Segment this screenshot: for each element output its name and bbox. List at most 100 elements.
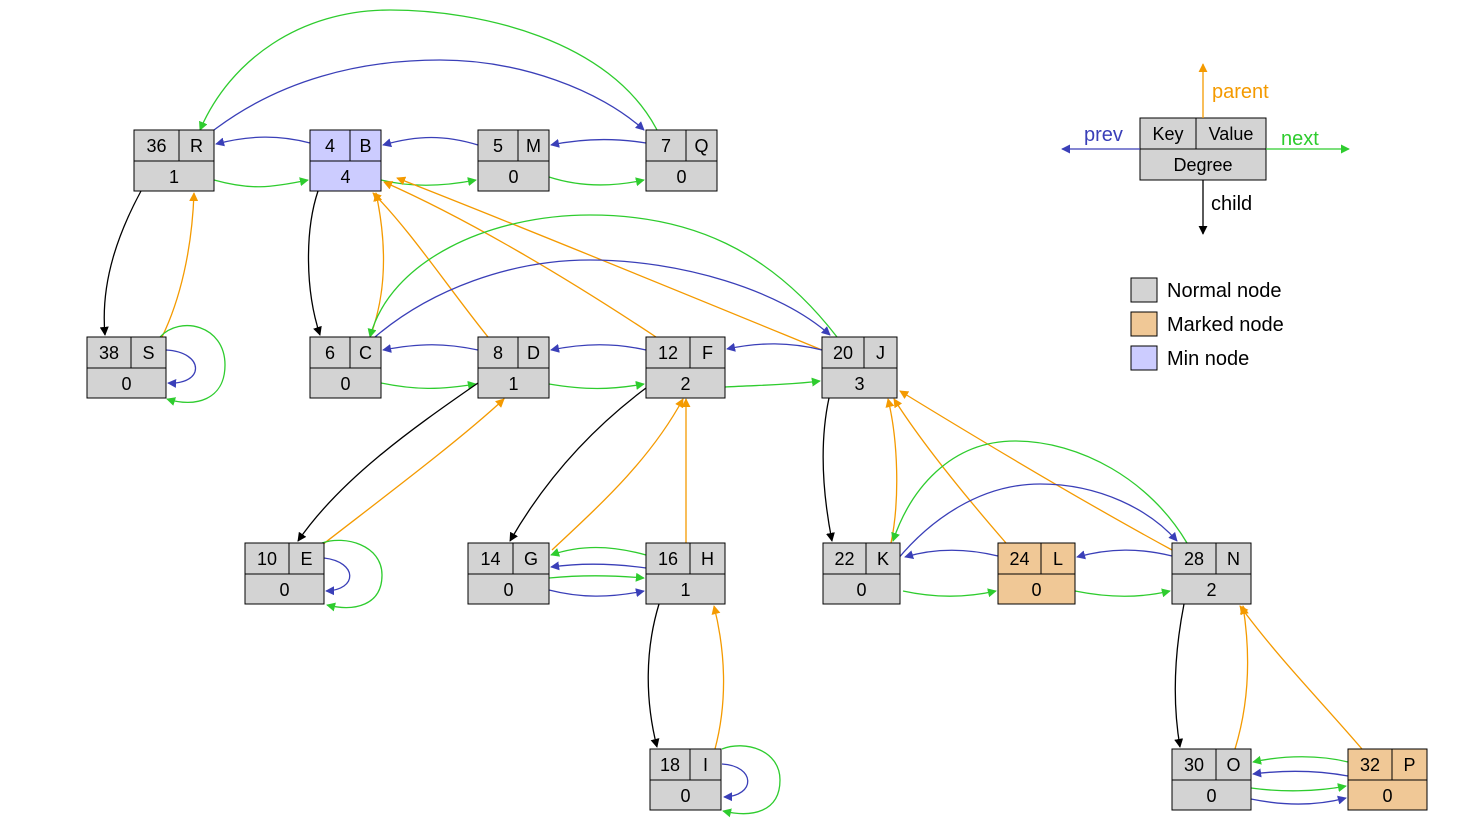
node-key: 16 <box>658 549 678 569</box>
child-edge <box>1174 603 1185 748</box>
prev-edge <box>213 59 645 131</box>
prev-edge <box>896 483 1178 561</box>
prev-edge <box>550 343 647 353</box>
legend-swatch <box>1130 277 1158 303</box>
child-edge <box>297 382 479 542</box>
next-edge <box>380 380 477 390</box>
node-value: E <box>300 549 312 569</box>
next-edge <box>550 546 647 557</box>
legend: Key Value Degree parent prev next child … <box>1061 63 1350 371</box>
node-degree: 0 <box>121 374 131 394</box>
node-degree: 0 <box>680 786 690 806</box>
node-value: R <box>190 136 203 156</box>
prev-edge <box>323 557 351 596</box>
next-edge <box>213 177 309 188</box>
next-edge <box>902 588 997 598</box>
node-key: 10 <box>257 549 277 569</box>
legend-item-label: Min node <box>1167 348 1249 370</box>
node-key: 18 <box>660 755 680 775</box>
node-degree: 1 <box>169 167 179 187</box>
node-value: S <box>142 343 154 363</box>
node-degree: 2 <box>1206 580 1216 600</box>
heap-node: 18 I0 <box>649 748 722 811</box>
next-edge <box>548 176 645 187</box>
legend-value-label: Value <box>1209 124 1254 144</box>
legend-item-label: Marked node <box>1167 314 1284 336</box>
node-key: 38 <box>99 343 119 363</box>
parent-edge <box>899 390 1173 551</box>
heap-node: 36 R1 <box>133 129 215 192</box>
legend-degree-label: Degree <box>1173 155 1232 175</box>
node-key: 24 <box>1009 549 1029 569</box>
node-key: 22 <box>834 549 854 569</box>
parent-edge <box>161 192 199 338</box>
node-key: 6 <box>325 343 335 363</box>
next-edge <box>891 440 1188 544</box>
legend-prev-label: prev <box>1084 124 1123 146</box>
node-key: 28 <box>1184 549 1204 569</box>
parent-edge <box>321 398 505 546</box>
node-key: 14 <box>480 549 500 569</box>
prev-edge <box>721 763 749 802</box>
node-degree: 4 <box>340 167 350 187</box>
node-key: 7 <box>661 136 671 156</box>
node-value: B <box>359 136 371 156</box>
node-value: F <box>702 343 713 363</box>
next-edge <box>548 572 645 582</box>
node-degree: 0 <box>1382 786 1392 806</box>
node-degree: 0 <box>856 580 866 600</box>
node-degree: 0 <box>503 580 513 600</box>
node-key: 36 <box>146 136 166 156</box>
child-edge <box>99 190 142 336</box>
node-value: M <box>526 136 541 156</box>
next-edge <box>380 177 477 186</box>
parent-edge <box>1239 605 1363 750</box>
next-edge <box>1252 755 1349 765</box>
next-edge <box>724 377 821 388</box>
node-key: 8 <box>493 343 503 363</box>
legend-item: Marked node <box>1130 311 1284 337</box>
node-key: 5 <box>493 136 503 156</box>
child-edge <box>647 603 660 748</box>
node-value: Q <box>694 136 708 156</box>
child-edge <box>307 190 322 336</box>
node-degree: 0 <box>340 374 350 394</box>
parent-edge <box>893 398 1007 544</box>
legend-swatch <box>1130 311 1158 337</box>
prev-edge <box>548 588 645 598</box>
prev-edge <box>726 342 823 352</box>
child-edge <box>509 387 647 542</box>
next-edge <box>721 745 781 818</box>
parent-edge <box>396 176 823 351</box>
heap-node: 38 S0 <box>86 336 167 399</box>
legend-item: Min node <box>1130 345 1249 371</box>
legend-key-label: Key <box>1152 124 1183 144</box>
prev-edge <box>1076 549 1173 560</box>
next-edge <box>199 9 658 131</box>
node-degree: 3 <box>854 374 864 394</box>
parent-edge <box>551 398 684 551</box>
prev-edge <box>550 138 647 148</box>
legend-parent-label: parent <box>1212 81 1269 103</box>
parent-edge <box>372 192 489 338</box>
node-degree: 0 <box>1031 580 1041 600</box>
node-value: N <box>1227 549 1240 569</box>
parent-edge <box>383 181 657 338</box>
node-value: O <box>1226 755 1240 775</box>
node-value: H <box>701 549 714 569</box>
node-value: I <box>703 755 708 775</box>
prev-edge <box>1252 768 1349 778</box>
node-key: 30 <box>1184 755 1204 775</box>
parent-edge <box>1234 605 1249 750</box>
prev-edge <box>382 136 479 148</box>
